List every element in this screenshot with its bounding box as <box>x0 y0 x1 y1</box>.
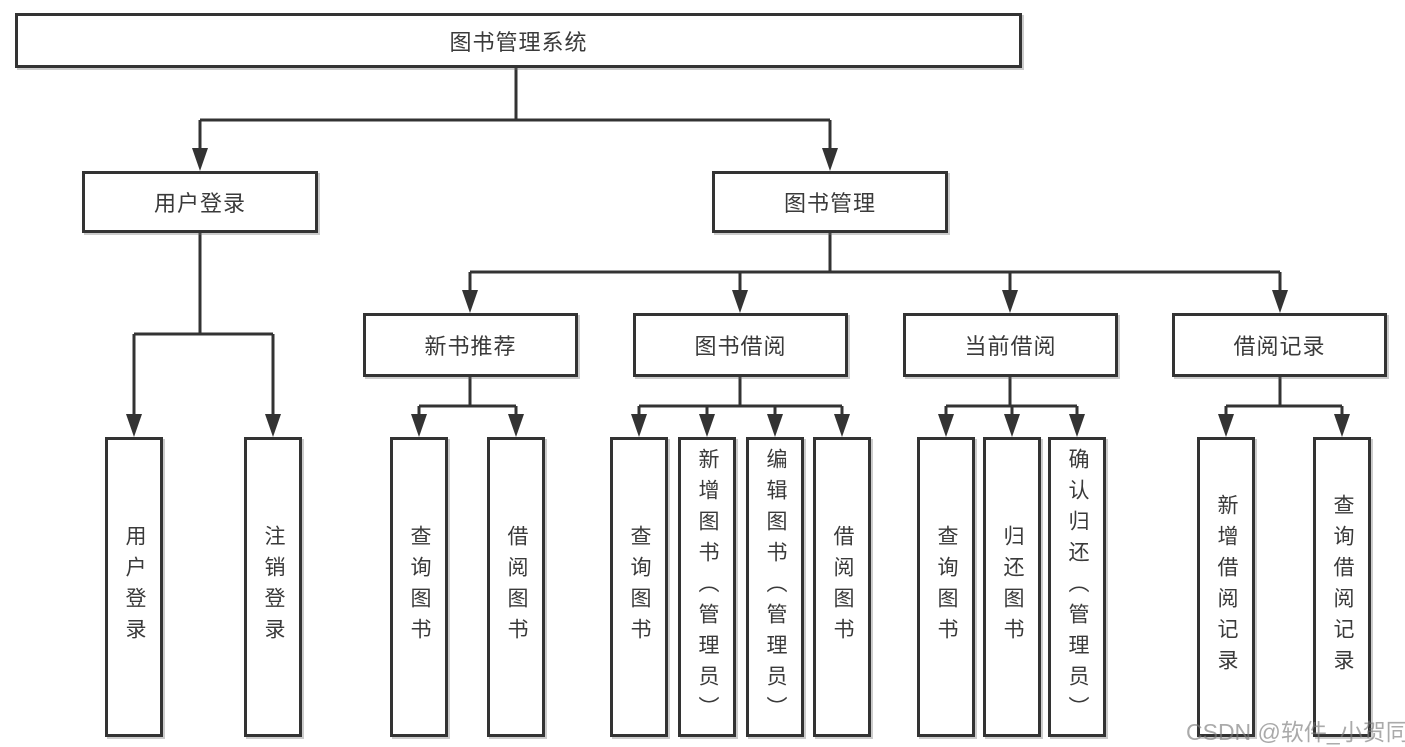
node-user-login-label: 用户登录 <box>153 191 246 216</box>
leaf-label: 借阅图书 <box>505 525 528 649</box>
arrowhead-icon <box>767 414 783 437</box>
node-book-management-label: 图书管理 <box>783 191 876 216</box>
leaf-label: 新增借阅记录 <box>1215 494 1238 680</box>
node-current-borrow: 当前借阅 <box>903 313 1118 377</box>
arrowhead-icon <box>1069 414 1085 437</box>
leaf-label: 借阅图书 <box>831 525 854 649</box>
arrowhead-icon <box>1334 414 1350 437</box>
arrowhead-icon <box>631 414 647 437</box>
connector-root-to-level2 <box>198 68 832 152</box>
node-borrow-records-label: 借阅记录 <box>1233 334 1326 359</box>
node-book-borrow-label: 图书借阅 <box>694 334 787 359</box>
arrowhead-icon <box>411 414 427 437</box>
node-book-borrow: 图书借阅 <box>633 313 848 377</box>
leaf-query-books-borrow: 查询图书 <box>610 437 668 737</box>
arrowhead-icon <box>1002 290 1018 313</box>
arrowhead-icon <box>732 290 748 313</box>
arrowhead-icon <box>1218 414 1234 437</box>
leaf-label: 归还图书 <box>1001 525 1024 649</box>
arrowhead-icon <box>508 414 524 437</box>
leaf-label: 新增图书（管理员） <box>696 447 719 727</box>
node-new-book-recommend: 新书推荐 <box>363 313 578 377</box>
leaf-add-borrow-record: 新增借阅记录 <box>1197 437 1255 737</box>
leaf-label: 查询图书 <box>935 525 958 649</box>
node-user-login: 用户登录 <box>82 171 318 233</box>
connector-bookborrow-to-leaves <box>637 377 844 418</box>
connector-currentborrow-to-leaves <box>944 377 1079 418</box>
arrowhead-icon <box>1004 414 1020 437</box>
node-new-book-recommend-label: 新书推荐 <box>424 334 517 359</box>
leaf-label: 查询图书 <box>408 525 431 649</box>
node-root-label: 图书管理系统 <box>449 29 588 55</box>
arrowhead-icon <box>1272 290 1288 313</box>
leaf-return-books: 归还图书 <box>983 437 1041 737</box>
connector-bookmgmt-to-level3 <box>468 233 1282 294</box>
leaf-add-books-admin: 新增图书（管理员） <box>678 437 736 737</box>
arrowhead-icon <box>699 414 715 437</box>
arrowhead-icon <box>834 414 850 437</box>
arrowhead-icon <box>822 148 838 171</box>
arrowhead-icon <box>938 414 954 437</box>
leaf-label: 查询借阅记录 <box>1331 494 1354 680</box>
leaf-query-books-newbook: 查询图书 <box>390 437 448 737</box>
leaf-query-books-current: 查询图书 <box>917 437 975 737</box>
leaf-label: 用户登录 <box>123 525 146 649</box>
leaf-edit-books-admin: 编辑图书（管理员） <box>746 437 804 737</box>
node-root: 图书管理系统 <box>15 13 1022 68</box>
leaf-query-borrow-record: 查询借阅记录 <box>1313 437 1371 737</box>
node-current-borrow-label: 当前借阅 <box>964 334 1057 359</box>
node-borrow-records: 借阅记录 <box>1172 313 1387 377</box>
connector-newbook-to-leaves <box>417 377 518 418</box>
leaf-label: 编辑图书（管理员） <box>764 447 787 727</box>
leaf-logout: 注销登录 <box>244 437 302 737</box>
leaf-borrow-books: 借阅图书 <box>813 437 871 737</box>
leaf-label: 确认归还（管理员） <box>1066 447 1089 727</box>
connector-userlogin-to-leaves <box>132 233 275 418</box>
watermark: CSDN @软件_小贺同学 <box>1186 719 1405 745</box>
leaf-label: 注销登录 <box>262 525 285 649</box>
leaf-user-login: 用户登录 <box>105 437 163 737</box>
arrowhead-icon <box>462 290 478 313</box>
arrowhead-icon <box>126 414 142 437</box>
node-book-management: 图书管理 <box>712 171 948 233</box>
leaf-label: 查询图书 <box>628 525 651 649</box>
arrowhead-icon <box>192 148 208 171</box>
leaf-confirm-return-admin: 确认归还（管理员） <box>1048 437 1106 737</box>
connector-records-to-leaves <box>1224 377 1344 418</box>
leaf-borrow-books-newbook: 借阅图书 <box>487 437 545 737</box>
arrowhead-icon <box>265 414 281 437</box>
